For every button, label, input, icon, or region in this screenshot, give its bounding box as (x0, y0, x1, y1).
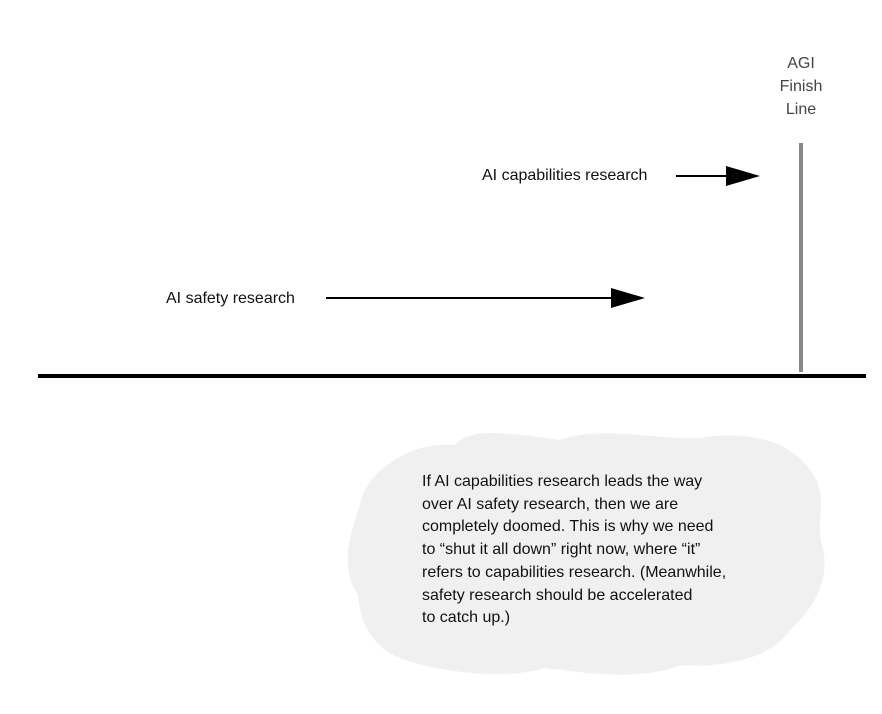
finish-line-label-line: AGI (787, 55, 815, 72)
note-line: safety research should be accelerated (422, 586, 693, 604)
note-line: to catch up.) (422, 609, 511, 627)
finish-line-label-line: Line (785, 101, 817, 118)
note-line: If AI capabilities research leads the wa… (422, 473, 703, 490)
note-line: over AI safety research, then we are (422, 495, 679, 513)
note-line: to “shut it all down” right now, where “… (422, 541, 701, 559)
safety-track-label: AI safety research (166, 290, 295, 307)
note-line: refers to capabilities research. (Meanwh… (422, 563, 727, 581)
finish-line-label: AGI Finish Line (765, 52, 837, 121)
safety-arrow (326, 288, 645, 308)
safety-arrow-head (611, 288, 645, 308)
capabilities-arrow-head (726, 166, 760, 186)
note-text: If AI capabilities research leads the wa… (422, 471, 802, 630)
capabilities-track-label: AI capabilities research (482, 167, 648, 184)
note-line: completely doomed. This is why we need (422, 518, 714, 536)
capabilities-arrow (676, 166, 760, 186)
finish-line-label-line: Finish (779, 78, 823, 95)
note-cloud (347, 433, 825, 675)
